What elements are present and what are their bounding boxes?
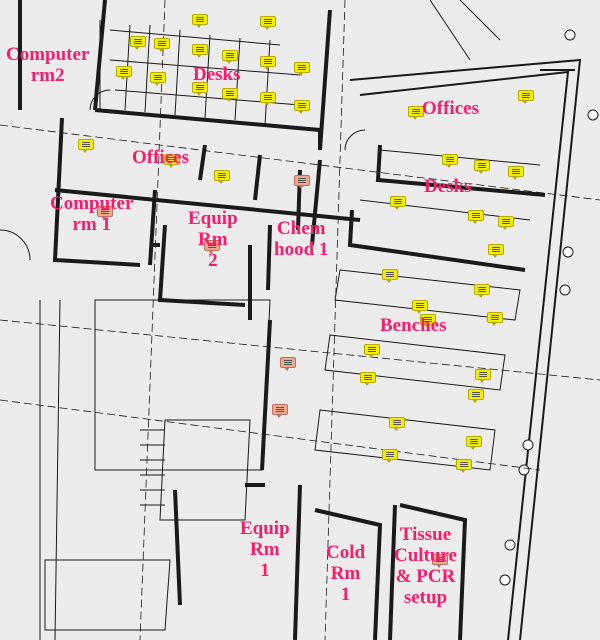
- comment-note-icon[interactable]: [150, 72, 166, 86]
- comment-note-icon[interactable]: [260, 16, 276, 30]
- comment-note-icon[interactable]: [466, 436, 482, 450]
- comment-note-icon[interactable]: [488, 244, 504, 258]
- comment-note-icon[interactable]: [389, 417, 405, 431]
- comment-note-icon[interactable]: [204, 240, 220, 254]
- comment-note-icon[interactable]: [222, 88, 238, 102]
- comment-note-icon[interactable]: [508, 166, 524, 180]
- comment-note-icon[interactable]: [456, 459, 472, 473]
- comment-note-icon[interactable]: [192, 44, 208, 58]
- comment-note-icon[interactable]: [364, 344, 380, 358]
- comment-note-icon[interactable]: [442, 154, 458, 168]
- comment-note-icon[interactable]: [468, 210, 484, 224]
- comment-note-icon[interactable]: [116, 66, 132, 80]
- comment-note-icon[interactable]: [97, 206, 113, 220]
- comment-note-icon[interactable]: [214, 170, 230, 184]
- comment-note-icon[interactable]: [432, 554, 448, 568]
- comment-note-icon[interactable]: [474, 284, 490, 298]
- comment-note-icon[interactable]: [408, 106, 424, 120]
- comment-note-icon[interactable]: [260, 92, 276, 106]
- comment-note-icon[interactable]: [420, 314, 436, 328]
- comment-note-icon[interactable]: [382, 269, 398, 283]
- comment-note-icon[interactable]: [498, 216, 514, 230]
- comment-note-icon[interactable]: [487, 312, 503, 326]
- comment-note-icon[interactable]: [390, 196, 406, 210]
- comment-note-icon[interactable]: [360, 372, 376, 386]
- comment-note-icon[interactable]: [412, 300, 428, 314]
- comment-note-icon[interactable]: [468, 389, 484, 403]
- comment-note-icon[interactable]: [294, 175, 310, 189]
- comment-note-icon[interactable]: [78, 139, 94, 153]
- comment-note-icon[interactable]: [294, 100, 310, 114]
- comment-note-icon[interactable]: [222, 50, 238, 64]
- comment-note-icon[interactable]: [475, 369, 491, 383]
- comment-note-icon[interactable]: [260, 56, 276, 70]
- comment-note-icon[interactable]: [474, 160, 490, 174]
- comment-note-icon[interactable]: [294, 62, 310, 76]
- comment-note-icon[interactable]: [192, 82, 208, 96]
- comment-note-icon[interactable]: [272, 404, 288, 418]
- comment-note-icon[interactable]: [130, 36, 146, 50]
- comment-note-icon[interactable]: [382, 449, 398, 463]
- comment-note-icon[interactable]: [192, 14, 208, 28]
- comment-note-icon[interactable]: [154, 38, 170, 52]
- comment-note-icon[interactable]: [164, 154, 180, 168]
- comment-note-icon[interactable]: [518, 90, 534, 104]
- comment-note-icon[interactable]: [280, 357, 296, 371]
